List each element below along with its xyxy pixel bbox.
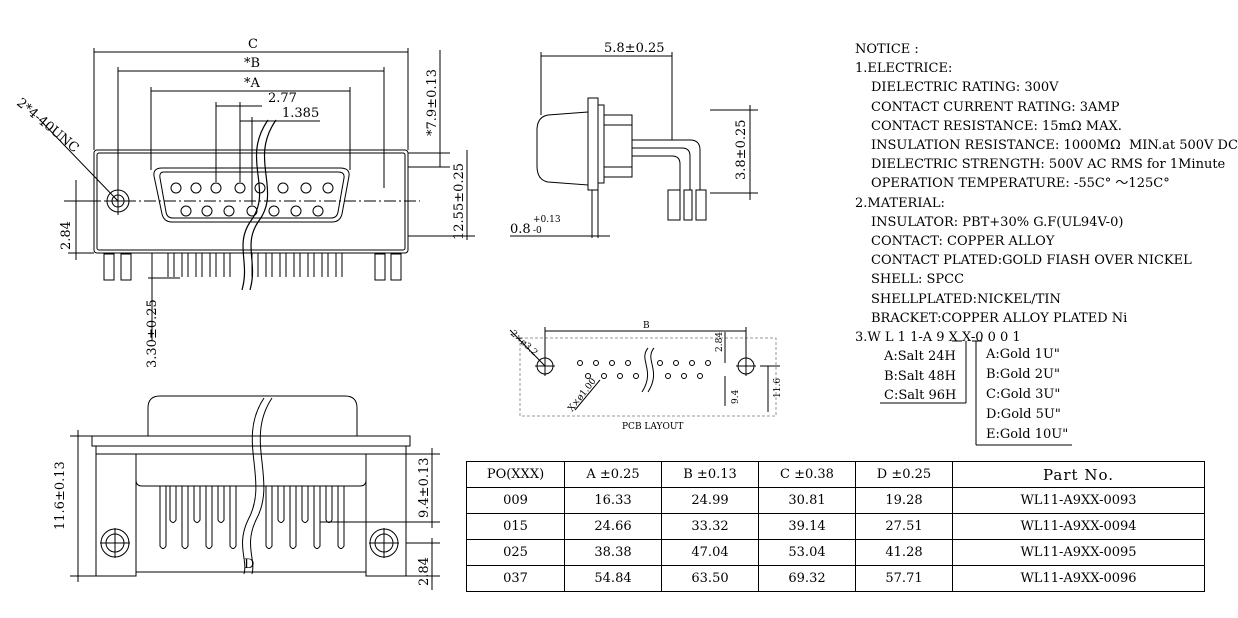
table-header: D ±0.25 bbox=[855, 461, 953, 488]
table-cell: WL11-A9XX-0096 bbox=[952, 565, 1205, 592]
pcb-caption: PCB LAYOUT bbox=[622, 422, 683, 432]
dim-a: *A bbox=[244, 76, 261, 91]
dim-half-pitch: 1.385 bbox=[282, 106, 319, 121]
pcb-dim-284: 2.84 bbox=[715, 332, 725, 352]
material-item: BRACKET:COPPER ALLOY PLATED Ni bbox=[871, 310, 1128, 326]
salt-option: B:Salt 48H bbox=[884, 368, 956, 384]
table-cell: 037 bbox=[466, 565, 565, 592]
electric-item: DIELECTRIC STRENGTH: 500V AC RMS for 1Mi… bbox=[871, 157, 1226, 173]
notice-block: NOTICE : 1.ELECTRICE: DIELECTRIC RATING: 3… bbox=[855, 40, 1238, 347]
side-dim-bottom-tol: +0.13 bbox=[533, 215, 561, 225]
table-cell: 54.84 bbox=[564, 565, 662, 592]
table-cell: WL11-A9XX-0093 bbox=[952, 487, 1205, 514]
bottom-view bbox=[70, 395, 440, 590]
dim-hole: 2*4-40UNC bbox=[13, 96, 81, 157]
table-cell: 63.50 bbox=[661, 565, 759, 592]
table-header-row: PO(XXX) A ±0.25 B ±0.13 C ±0.38 D ±0.25 … bbox=[466, 461, 1205, 488]
dim-b: *B bbox=[244, 56, 260, 71]
bottom-dim-right: 9.4±0.13 bbox=[417, 457, 432, 518]
table-cell: 16.33 bbox=[564, 487, 662, 514]
table-cell: 33.32 bbox=[661, 513, 759, 540]
gold-option: C:Gold 3U" bbox=[986, 387, 1061, 402]
side-view bbox=[510, 52, 758, 238]
side-dim-bottom-sub: -0 bbox=[533, 226, 542, 236]
table-cell: 53.04 bbox=[758, 539, 856, 566]
material-item: CONTACT PLATED:GOLD FIASH OVER NICKEL bbox=[871, 253, 1192, 269]
salt-option: C:Salt 96H bbox=[884, 388, 957, 403]
electric-item: DIELECTRIC RATING: 300V bbox=[871, 80, 1059, 96]
gold-options: A:Gold 1U" B:Gold 2U" C:Gold 3U" D:Gold 5U"… bbox=[986, 345, 1068, 445]
table-cell: 24.99 bbox=[661, 487, 759, 514]
table-cell: 19.28 bbox=[855, 487, 953, 514]
pcb-dim-116: 11.6 bbox=[773, 378, 783, 398]
material-heading: 2.MATERIAL: bbox=[855, 195, 945, 211]
table-cell: 27.51 bbox=[855, 513, 953, 540]
side-dim-top: 5.8±0.25 bbox=[604, 41, 665, 56]
table-header: B ±0.13 bbox=[661, 461, 759, 488]
dim-pitch: 2.77 bbox=[268, 91, 297, 106]
gold-option: D:Gold 5U" bbox=[986, 407, 1061, 422]
table-cell: 57.71 bbox=[855, 565, 953, 592]
table-cell: 47.04 bbox=[661, 539, 759, 566]
bottom-contact-legs bbox=[159, 486, 345, 549]
table-cell: 38.38 bbox=[564, 539, 662, 566]
bottom-dim-left: 11.6±0.13 bbox=[53, 461, 68, 530]
electric-heading: 1.ELECTRICE: bbox=[855, 61, 953, 77]
table-cell: 009 bbox=[466, 487, 565, 514]
electric-item: INSULATION RESISTANCE: 1000MΩ MIN.at 500… bbox=[871, 138, 1238, 154]
table-cell: 015 bbox=[466, 513, 565, 540]
pcb-dim-pin-hole: X×ø1.00 bbox=[566, 376, 598, 413]
material-item: SHELL: SPCC bbox=[871, 272, 965, 288]
material-item: INSULATOR: PBT+30% G.F(UL94V-0) bbox=[871, 214, 1124, 230]
gold-option: B:Gold 2U" bbox=[986, 367, 1060, 382]
table-cell: WL11-A9XX-0095 bbox=[952, 539, 1205, 566]
pcb-pin-holes bbox=[577, 360, 711, 379]
dimension-table: PO(XXX) A ±0.25 B ±0.13 C ±0.38 D ±0.25 … bbox=[466, 461, 1205, 592]
dim-height-right: *7.9±0.13 bbox=[425, 69, 440, 136]
front-view bbox=[39, 48, 475, 340]
pcb-dim-b: B bbox=[643, 321, 650, 331]
pcb-layout-view bbox=[509, 327, 780, 417]
table-header: A ±0.25 bbox=[564, 461, 662, 488]
table-header: PO(XXX) bbox=[466, 461, 565, 488]
table-header: C ±0.38 bbox=[758, 461, 856, 488]
table-cell: 30.81 bbox=[758, 487, 856, 514]
pcb-dim-hole: 2×ø3.2 bbox=[508, 329, 539, 359]
material-item: SHELLPLATED:NICKEL/TIN bbox=[871, 291, 1061, 307]
pcb-dim-94: 9.4 bbox=[731, 389, 741, 404]
salt-option: A:Salt 24H bbox=[884, 349, 956, 364]
table-cell: 39.14 bbox=[758, 513, 856, 540]
front-contact-legs bbox=[167, 253, 343, 277]
dim-pin-length: 3.30±0.25 bbox=[145, 299, 160, 368]
side-dim-right: 3.8±0.25 bbox=[734, 119, 749, 180]
part-code-line: 3.W L 1 1-A 9 X X-0 0 0 1 bbox=[855, 330, 1021, 346]
notice-title: NOTICE : bbox=[855, 42, 919, 57]
table-cell: WL11-A9XX-0094 bbox=[952, 513, 1205, 540]
gold-option: E:Gold 10U" bbox=[986, 427, 1069, 442]
side-dim-bottom: 0.8 bbox=[510, 222, 531, 237]
table-cell: 41.28 bbox=[855, 539, 953, 566]
option-brackets bbox=[880, 340, 1072, 446]
bottom-dim-d: D bbox=[244, 557, 254, 572]
salt-options: A:Salt 24H B:Salt 48H C:Salt 96H bbox=[884, 347, 956, 406]
table-cell: 025 bbox=[466, 539, 565, 566]
material-item: CONTACT: COPPER ALLOY bbox=[871, 234, 1055, 250]
table-cell: 69.32 bbox=[758, 565, 856, 592]
electric-item: OPERATION TEMPERATURE: -55C° ～125C° bbox=[871, 176, 1170, 192]
dim-left: 2.84 bbox=[59, 221, 74, 250]
table-cell: 24.66 bbox=[564, 513, 662, 540]
electric-item: CONTACT CURRENT RATING: 3AMP bbox=[871, 99, 1120, 115]
electric-item: CONTACT RESISTANCE: 15mΩ MAX. bbox=[871, 118, 1122, 134]
table-header: Part No. bbox=[952, 461, 1205, 488]
dim-height-total: 12.55±0.25 bbox=[452, 163, 467, 240]
dim-c: C bbox=[248, 37, 258, 52]
gold-option: A:Gold 1U" bbox=[986, 347, 1060, 362]
bottom-dim-bottom: 2.84 bbox=[417, 557, 432, 586]
